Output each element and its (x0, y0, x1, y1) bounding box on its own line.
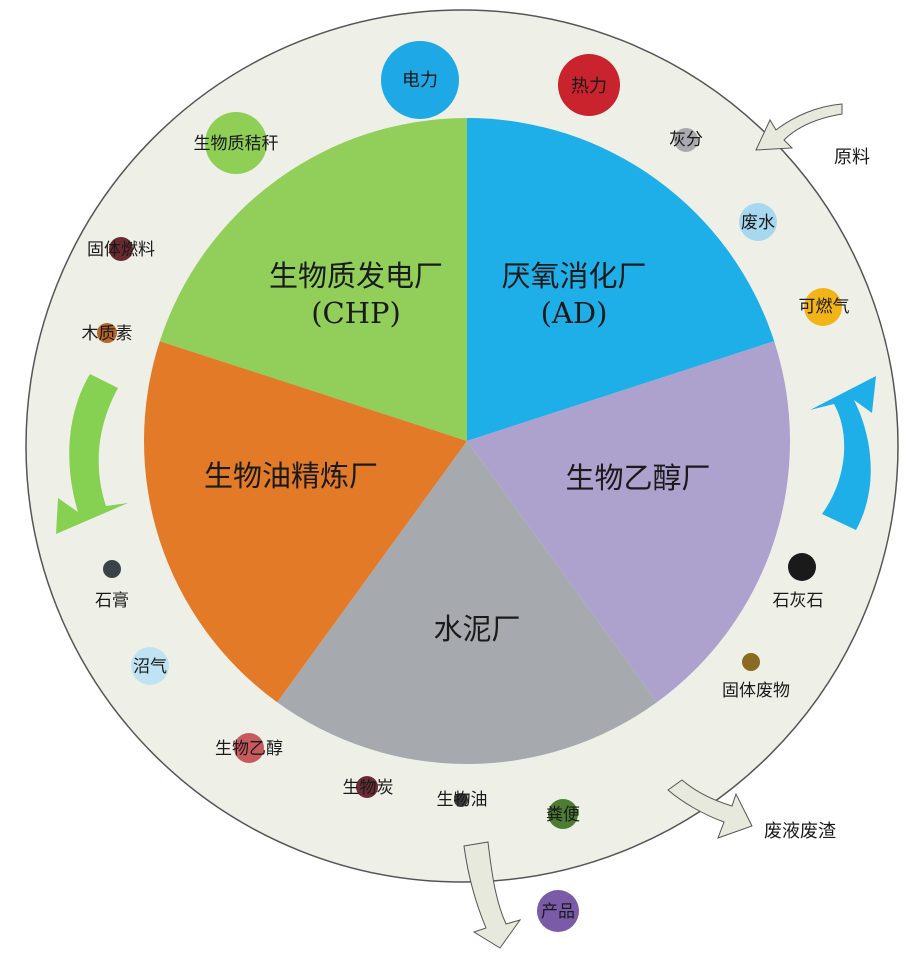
node-combustible-gas: 可燃气 (799, 288, 850, 326)
segment-chp (159, 118, 467, 441)
node-solid-waste: 固体废物 (722, 653, 790, 701)
biochar-label: 生物炭 (343, 778, 394, 798)
ash-dot (674, 128, 698, 152)
wastewater-label: 废水 (741, 213, 775, 233)
node-electricity: 电力 (381, 41, 459, 119)
node-biochar: 生物炭 (343, 776, 394, 798)
segment-biooil-label: 生物油精炼厂 (204, 459, 378, 493)
heat-label: 热力 (571, 76, 607, 97)
segment-cement (277, 441, 657, 764)
segment-chp-label-1: 生物质发电厂 (269, 259, 443, 293)
waste-liquid-residue-label: 废液废渣 (764, 821, 836, 842)
node-wastewater: 废水 (739, 203, 777, 241)
bioethanol-label: 生物乙醇 (215, 739, 283, 759)
segment-cement-label: 水泥厂 (433, 612, 520, 646)
node-bio-oil: 生物油 (437, 790, 488, 810)
node-limestone: 石灰石 (773, 553, 824, 611)
segment-biooil (144, 341, 467, 703)
biogas-dot (131, 647, 169, 685)
node-manure: 粪便 (546, 799, 580, 829)
waste-output-arrow (667, 779, 753, 839)
segment-ethanol-label: 生物乙醇厂 (565, 461, 710, 495)
solid-waste-label: 固体废物 (722, 681, 790, 701)
segment-chp-label-2: (CHP) (311, 296, 401, 330)
manure-label: 粪便 (546, 805, 580, 825)
bio-oil-label: 生物油 (437, 790, 488, 810)
biochar-dot (356, 776, 378, 798)
node-solid-fuel: 固体燃料 (87, 237, 155, 261)
product-label: 产品 (541, 902, 575, 922)
combustible-gas-dot (804, 288, 842, 326)
node-biogas: 沼气 (131, 647, 169, 685)
product-output-arrow (463, 841, 522, 949)
segment-ad-label-2: (AD) (541, 296, 608, 330)
cycle-arrow-left (56, 374, 128, 534)
lignin-label: 木质素 (82, 324, 133, 344)
heat-dot (558, 54, 620, 116)
gypsum-label: 石膏 (95, 590, 129, 611)
segment-ad (467, 118, 775, 441)
lignin-dot (97, 323, 117, 343)
bioethanol-dot (234, 733, 264, 763)
solid-fuel-label: 固体燃料 (87, 240, 155, 260)
node-heat: 热力 (558, 54, 620, 116)
node-gypsum: 石膏 (95, 560, 129, 611)
biogas-label: 沼气 (133, 657, 167, 677)
product-dot (537, 890, 579, 932)
raw-material-label: 原料 (834, 147, 870, 168)
solid-fuel-dot (109, 237, 133, 261)
node-ash: 灰分 (669, 128, 703, 152)
electricity-label: 电力 (402, 70, 438, 91)
manure-dot (548, 799, 578, 829)
node-straw: 生物质秸秆 (194, 112, 279, 174)
center-pie (144, 118, 790, 764)
straw-dot (205, 112, 267, 174)
node-lignin: 木质素 (82, 323, 133, 344)
segment-ethanol (467, 341, 790, 703)
solid-waste-dot (742, 653, 760, 671)
wastewater-dot (739, 203, 777, 241)
ash-label: 灰分 (669, 130, 703, 150)
gypsum-dot (103, 560, 121, 578)
straw-label: 生物质秸秆 (194, 134, 279, 154)
limestone-dot (788, 553, 816, 581)
electricity-dot (381, 41, 459, 119)
node-bioethanol: 生物乙醇 (215, 733, 283, 763)
limestone-label: 石灰石 (773, 591, 824, 611)
raw-material-arrow (755, 103, 843, 151)
cycle-arrow-right (810, 376, 876, 530)
combustible-gas-label: 可燃气 (799, 297, 850, 317)
bio-oil-dot (454, 793, 468, 807)
segment-ad-label-1: 厌氧消化厂 (501, 259, 646, 293)
node-product: 产品 (537, 890, 579, 932)
